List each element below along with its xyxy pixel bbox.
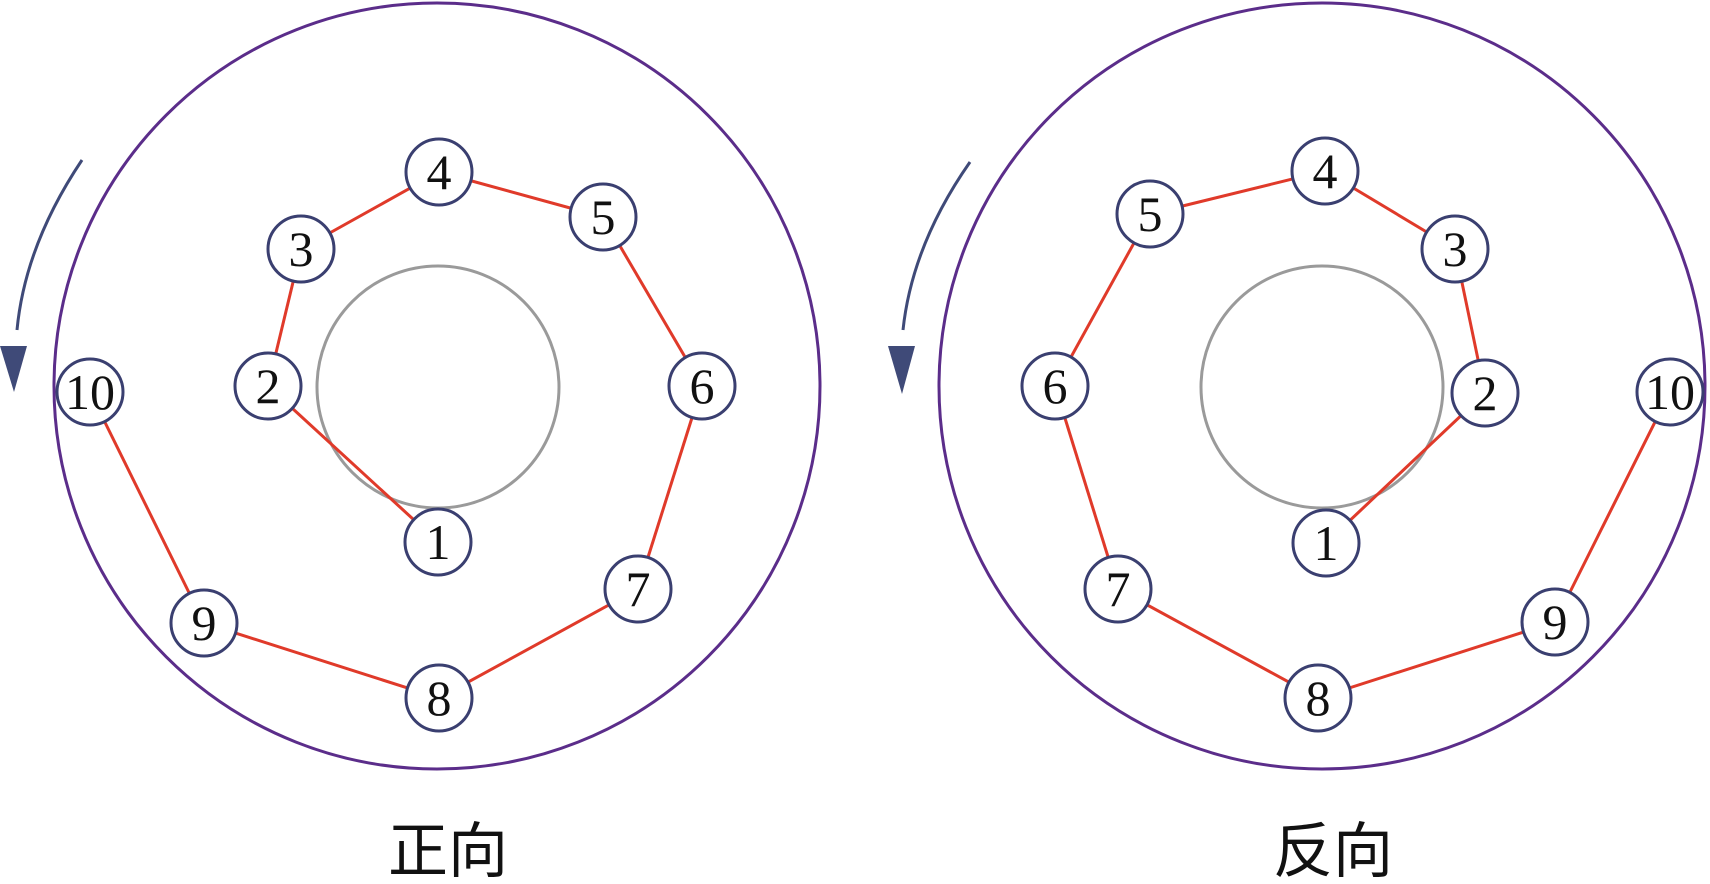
- rotation-arrowhead: [888, 346, 915, 394]
- node-1: 1: [1291, 508, 1361, 578]
- node-6: 6: [667, 351, 737, 421]
- node-8: 8: [1283, 663, 1353, 733]
- node-3: 3: [266, 214, 336, 284]
- node-2: 2: [233, 351, 303, 421]
- node-label: 6: [690, 358, 715, 414]
- node-label: 6: [1043, 358, 1068, 414]
- node-4: 4: [1290, 136, 1360, 206]
- node-2: 2: [1450, 358, 1520, 428]
- node-label: 2: [256, 358, 281, 414]
- caption-reverse: 反向: [1273, 817, 1393, 884]
- diagram-forward: 1 2 3 4 5 6 7: [0, 1, 822, 884]
- inner-ring: [315, 264, 561, 510]
- rotation-arrow: [901, 161, 972, 331]
- node-label: 5: [591, 189, 616, 245]
- path-segment-9-10: [88, 391, 206, 624]
- node-label: 3: [289, 221, 314, 277]
- node-7: 7: [603, 554, 673, 624]
- rotation-arrowhead: [0, 346, 27, 392]
- node-9: 9: [1520, 587, 1590, 657]
- node-label: 4: [1313, 143, 1338, 199]
- path-segment-8-9: [203, 621, 440, 700]
- path-segment-7-8: [1117, 587, 1319, 700]
- node-4: 4: [404, 137, 474, 207]
- node-3: 3: [1420, 214, 1490, 284]
- node-label: 3: [1443, 221, 1468, 277]
- path-segment-9-10: [1553, 391, 1672, 623]
- path-segment-8-9: [1317, 620, 1556, 700]
- outer-ring: [937, 1, 1707, 771]
- node-label: 9: [192, 595, 217, 651]
- node-label: 1: [426, 514, 451, 570]
- nodes: 1 2 3 4 5 6 7: [1020, 136, 1705, 733]
- node-5: 5: [1115, 179, 1185, 249]
- nodes: 1 2 3 4 5 6 7: [55, 137, 737, 733]
- node-label: 1: [1314, 515, 1339, 571]
- node-10: 10: [1635, 357, 1705, 427]
- node-label: 10: [65, 364, 115, 420]
- node-5: 5: [568, 182, 638, 252]
- caption-forward: 正向: [388, 817, 508, 884]
- node-1: 1: [403, 507, 473, 577]
- path-segment-6-7: [1053, 385, 1120, 590]
- rotation-arrow: [15, 159, 84, 331]
- node-8: 8: [404, 663, 474, 733]
- node-label: 4: [427, 144, 452, 200]
- node-label: 7: [626, 561, 651, 617]
- node-6: 6: [1020, 351, 1090, 421]
- node-10: 10: [55, 357, 125, 427]
- node-7: 7: [1083, 554, 1153, 624]
- node-label: 8: [427, 670, 452, 726]
- inner-ring: [1199, 264, 1445, 510]
- path-segment-7-8: [438, 587, 639, 700]
- diagram-reverse: 1 2 3 4 5 6 7: [888, 1, 1707, 884]
- node-label: 10: [1645, 364, 1695, 420]
- path-segment-6-7: [636, 385, 704, 590]
- path-segment-1-2: [266, 384, 440, 544]
- node-label: 7: [1106, 561, 1131, 617]
- outer-ring: [52, 1, 822, 771]
- node-label: 9: [1543, 594, 1568, 650]
- node-9: 9: [169, 588, 239, 658]
- path-segment-1-2: [1324, 391, 1487, 545]
- node-label: 2: [1473, 365, 1498, 421]
- node-label: 8: [1306, 670, 1331, 726]
- node-label: 5: [1138, 186, 1163, 242]
